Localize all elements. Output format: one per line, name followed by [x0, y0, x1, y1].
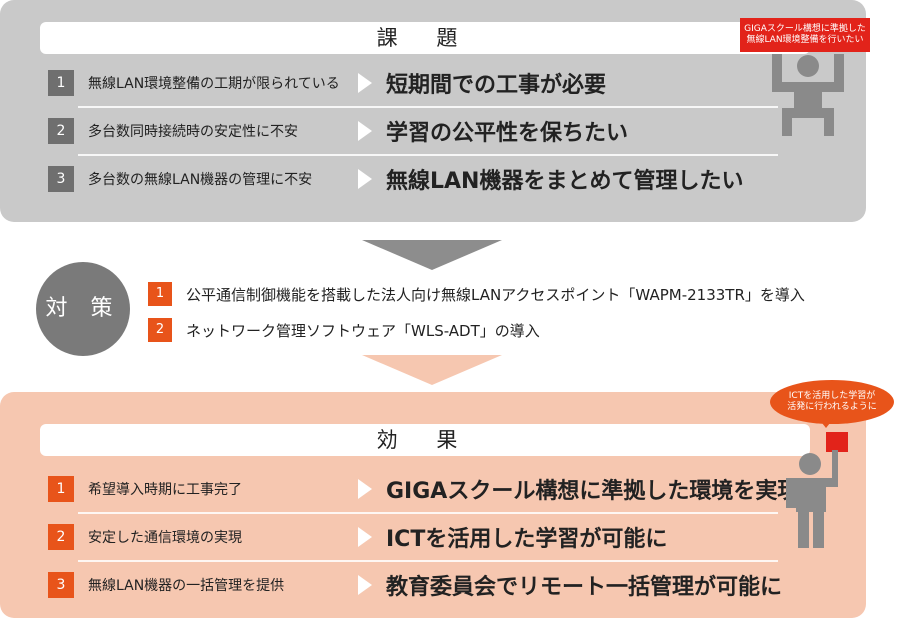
down-arrow-icon — [362, 240, 502, 270]
row-divider — [78, 560, 778, 562]
problem-row-2: 2 多台数同時接続時の安定性に不安 学習の公平性を保ちたい — [48, 116, 628, 146]
bubble-line: 無線LAN環境整備を行いたい — [746, 35, 864, 45]
need-text: 学習の公平性を保ちたい — [386, 121, 629, 146]
row-number: 1 — [48, 70, 74, 96]
row-divider — [78, 106, 778, 108]
measure-item-2: 2 ネットワーク管理ソフトウェア「WLS-ADT」の導入 — [148, 318, 540, 342]
issue-text: 多台数同時接続時の安定性に不安 — [88, 124, 298, 140]
bubble-tail — [818, 418, 834, 428]
person-holding-flag-icon — [786, 432, 848, 548]
row-number: 3 — [48, 572, 74, 598]
measures-label: 対 策 — [36, 262, 130, 356]
issue-text: 無線LAN機器の一括管理を提供 — [88, 578, 285, 594]
measure-item-1: 1 公平通信制御機能を搭載した法人向け無線LANアクセスポイント「WAPM-21… — [148, 282, 805, 306]
effect-row-2: 2 安定した通信環境の実現 ICTを活用した学習が可能に — [48, 522, 667, 552]
problem-row-1: 1 無線LAN環境整備の工期が限られている 短期間での工事が必要 — [48, 68, 606, 98]
need-text: 教育委員会でリモート一括管理が可能に — [386, 575, 783, 600]
problem-row-3: 3 多台数の無線LAN機器の管理に不安 無線LAN機器をまとめて管理したい — [48, 164, 743, 194]
effect-speech-bubble: ICTを活用した学習が 活発に行われるように — [770, 380, 894, 424]
need-text: ICTを活用した学習が可能に — [386, 527, 668, 552]
row-divider — [78, 512, 778, 514]
measure-text: 公平通信制御機能を搭載した法人向け無線LANアクセスポイント「WAPM-2133… — [186, 285, 805, 304]
issue-text: 安定した通信環境の実現 — [88, 530, 242, 546]
right-arrow-icon — [358, 121, 372, 141]
right-arrow-icon — [358, 527, 372, 547]
bubble-line: GIGAスクール構想に準拠した — [744, 24, 866, 34]
bubble-line: 活発に行われるように — [787, 402, 877, 412]
right-arrow-icon — [358, 575, 372, 595]
issue-text: 希望導入時期に工事完了 — [88, 482, 242, 498]
row-number: 2 — [48, 524, 74, 550]
bubble-line: ICTを活用した学習が — [788, 391, 876, 401]
need-text: 無線LAN機器をまとめて管理したい — [386, 169, 744, 194]
need-text: GIGAスクール構想に準拠した環境を実現 — [386, 479, 800, 504]
issue-text: 無線LAN環境整備の工期が限られている — [88, 76, 340, 92]
effect-title: 効 果 — [40, 424, 810, 456]
row-number: 3 — [48, 166, 74, 192]
measure-text: ネットワーク管理ソフトウェア「WLS-ADT」の導入 — [186, 321, 540, 340]
need-text: 短期間での工事が必要 — [386, 73, 607, 98]
row-number: 1 — [48, 476, 74, 502]
row-number: 2 — [48, 118, 74, 144]
issue-text: 多台数の無線LAN機器の管理に不安 — [88, 172, 313, 188]
right-arrow-icon — [358, 73, 372, 93]
row-divider — [78, 154, 778, 156]
right-arrow-icon — [358, 169, 372, 189]
item-number: 1 — [148, 282, 172, 306]
right-arrow-icon — [358, 479, 372, 499]
effect-row-3: 3 無線LAN機器の一括管理を提供 教育委員会でリモート一括管理が可能に — [48, 570, 782, 600]
effect-row-1: 1 希望導入時期に工事完了 GIGAスクール構想に準拠した環境を実現 — [48, 474, 799, 504]
problem-speech-box: GIGAスクール構想に準拠した 無線LAN環境整備を行いたい — [740, 18, 870, 52]
item-number: 2 — [148, 318, 172, 342]
down-arrow-icon — [362, 355, 502, 385]
person-arms-up-icon — [772, 54, 844, 136]
problem-title: 課 題 — [40, 22, 810, 54]
